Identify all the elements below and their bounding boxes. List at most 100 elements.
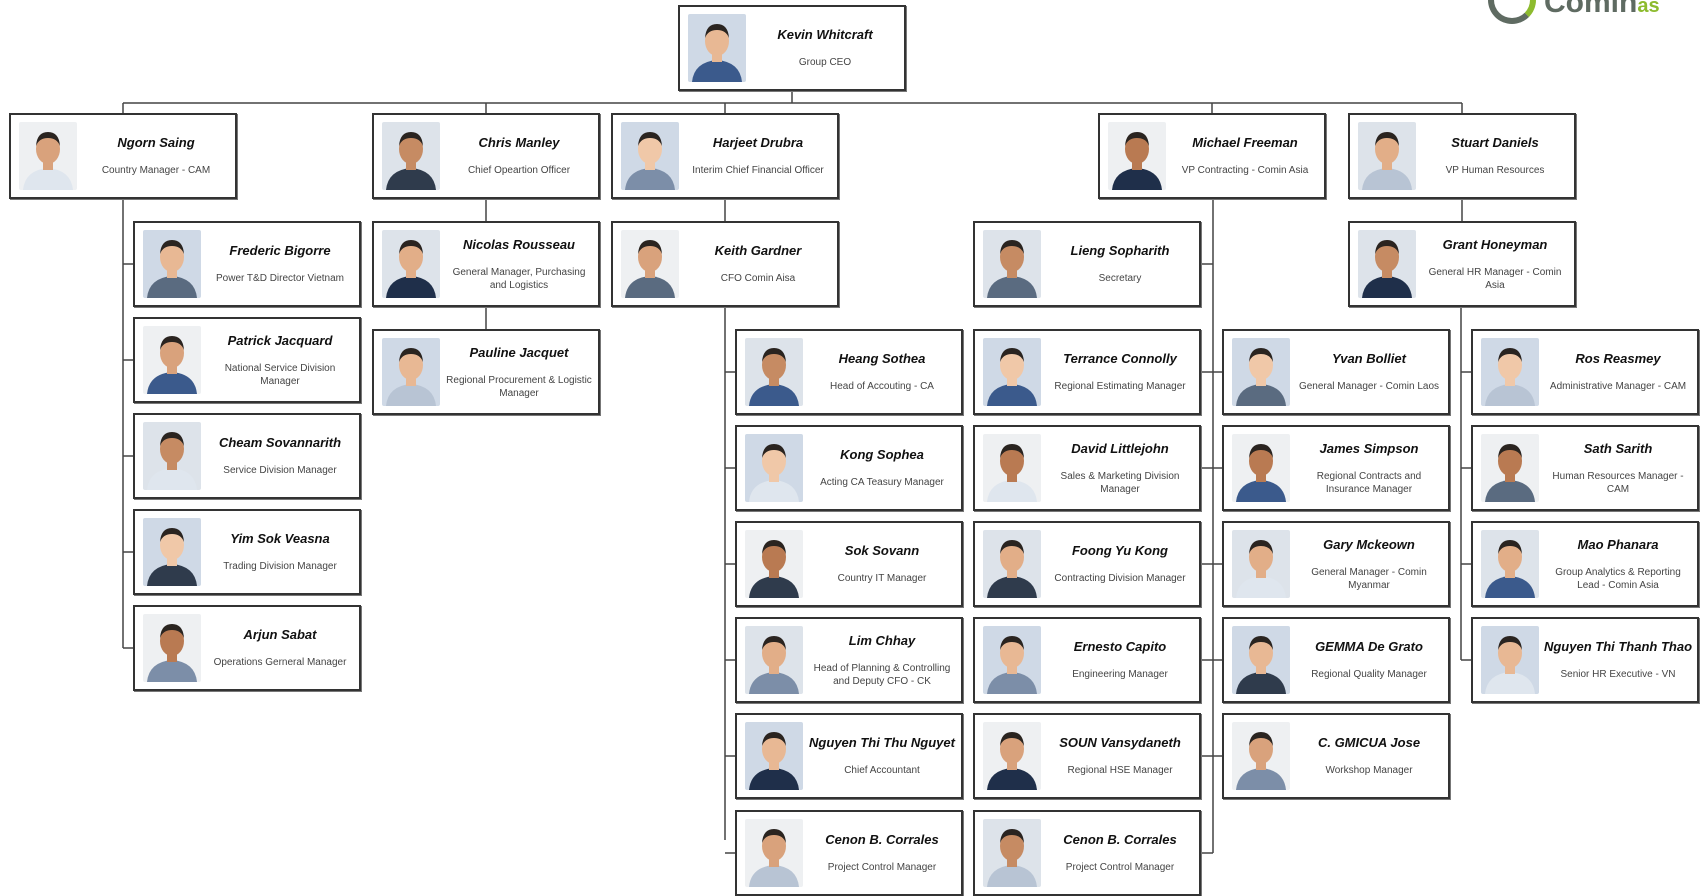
person-name: Kong Sophea xyxy=(840,447,924,462)
person-name: Ngorn Saing xyxy=(117,135,195,150)
person-title: Regional Quality Manager xyxy=(1311,669,1427,680)
person-title: Trading Division Manager xyxy=(223,561,337,572)
person-name: David Littlejohn xyxy=(1071,440,1169,456)
person-name: James Simpson xyxy=(1319,440,1419,456)
person-name: Arjun Sabat xyxy=(243,627,317,642)
person-title: VP Human Resources xyxy=(1445,165,1545,176)
person-title: Sales & Marketing Division Manager xyxy=(1060,470,1180,495)
person-photo-icon xyxy=(1481,530,1539,598)
person-photo-icon xyxy=(745,434,803,502)
person-name: Lim Chhay xyxy=(848,632,916,648)
person-title: Power T&D Director Vietnam xyxy=(215,273,344,284)
person-title: Service Division Manager xyxy=(223,465,337,476)
person-photo-icon xyxy=(143,326,201,394)
person-title: Regional HSE Manager xyxy=(1067,765,1173,776)
person-title: CFO Comin Aisa xyxy=(720,273,796,284)
person-name: Nicolas Rousseau xyxy=(463,236,575,252)
person-name: Cenon B. Corrales xyxy=(825,832,939,847)
person-photo-icon xyxy=(983,722,1041,790)
person-name: Terrance Connolly xyxy=(1063,351,1177,366)
person-title: Regional Procurement & Logistic Manager xyxy=(446,374,592,399)
person-photo-icon xyxy=(382,122,440,190)
person-title: Head of Planning & Controlling and Deput… xyxy=(813,662,951,687)
person-title: Regional Estimating Manager xyxy=(1054,381,1186,392)
person-photo-icon xyxy=(1232,626,1290,694)
person-photo-icon xyxy=(382,230,440,298)
person-title: Senior HR Executive - VN xyxy=(1560,669,1676,680)
person-name: Sath Sarith xyxy=(1583,440,1653,456)
person-title: Contracting Division Manager xyxy=(1054,573,1186,584)
person-title: National Service Division Manager xyxy=(224,362,336,387)
person-title: Engineering Manager xyxy=(1072,669,1168,680)
person-name: SOUN Vansydaneth xyxy=(1059,735,1181,750)
person-title: Head of Accouting - CA xyxy=(830,381,934,392)
person-photo-icon xyxy=(745,819,803,887)
person-title: Regional Contracts and Insurance Manager xyxy=(1316,470,1422,495)
person-name: Mao Phanara xyxy=(1577,536,1659,552)
person-photo-icon xyxy=(983,434,1041,502)
person-title: Workshop Manager xyxy=(1325,765,1413,776)
logo-text: Cominas xyxy=(1544,0,1660,19)
person-photo-icon xyxy=(1232,530,1290,598)
person-photo-icon xyxy=(745,722,803,790)
person-name: Gary Mckeown xyxy=(1323,536,1415,552)
person-name: Ernesto Capito xyxy=(1073,639,1167,654)
person-photo-icon xyxy=(983,230,1041,298)
person-photo-icon xyxy=(1232,338,1290,406)
person-photo-icon xyxy=(621,122,679,190)
